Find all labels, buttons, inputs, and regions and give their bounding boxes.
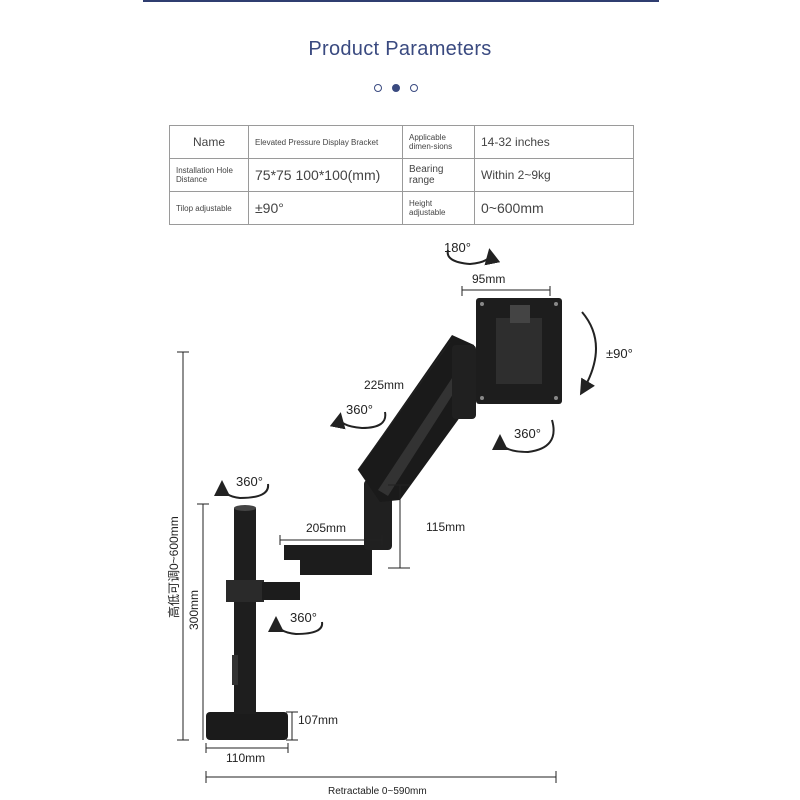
label-base-height: 107mm — [298, 713, 338, 727]
pole-cap — [234, 505, 256, 511]
pole — [234, 508, 256, 714]
vesa-hole — [480, 302, 484, 306]
vesa-hole — [480, 396, 484, 400]
label-retractable: Retractable 0~590mm — [328, 786, 427, 797]
rotate-arrow-arm — [329, 411, 387, 430]
label-tilt: ±90° — [606, 346, 633, 361]
pole-clamp — [226, 580, 264, 602]
rotate-arrow-pole-mid — [268, 616, 324, 636]
page-title: Product Parameters — [308, 38, 492, 60]
label-rotation-pole-top: 360° — [236, 474, 263, 489]
top-rule — [143, 0, 659, 2]
carousel-dots — [374, 84, 418, 92]
rotate-arrow-top — [446, 248, 501, 266]
vesa-center — [510, 305, 530, 323]
param-value: 0~600mm — [474, 191, 634, 225]
param-value: Elevated Pressure Display Bracket — [248, 125, 403, 159]
label-lower-arm: 205mm — [306, 521, 346, 535]
lower-arm — [262, 545, 372, 600]
carousel-dot-2[interactable] — [392, 84, 400, 92]
rotate-arrow-head — [492, 419, 555, 454]
rotate-arrow-pole-top — [214, 480, 270, 500]
label-arm-length: 225mm — [364, 378, 404, 392]
vesa-hole — [554, 302, 558, 306]
param-label: Bearing range — [402, 158, 475, 192]
tilt-arrow — [579, 311, 597, 396]
upper-arm — [358, 335, 474, 502]
vesa-inner — [496, 318, 542, 384]
base-plate — [206, 712, 288, 740]
table-row: Tilop adjustable ±90° Height adjustable … — [169, 191, 634, 225]
label-rotation-top: 180° — [444, 240, 471, 255]
parameters-table: Name Elevated Pressure Display Bracket A… — [169, 125, 634, 225]
carousel-dot-1[interactable] — [374, 84, 382, 92]
pole-side-knob — [232, 655, 238, 685]
dim-line-arm-length — [357, 341, 451, 471]
param-label: Name — [169, 125, 249, 159]
label-height-range: 高低可调0~600mm — [166, 516, 181, 618]
label-pole-height: 300mm — [187, 590, 201, 630]
param-value: ±90° — [248, 191, 403, 225]
param-value: 75*75 100*100(mm) — [248, 158, 403, 192]
label-base-width: 110mm — [226, 751, 265, 765]
gas-spring — [378, 372, 462, 496]
vesa-hole — [554, 396, 558, 400]
label-rotation-head: 360° — [514, 426, 541, 441]
label-rotation-arm: 360° — [346, 402, 373, 417]
carousel-dot-3[interactable] — [410, 84, 418, 92]
label-vesa-width: 95mm — [472, 272, 505, 286]
label-gas-height: 115mm — [426, 520, 465, 534]
head-joint — [452, 345, 476, 419]
label-rotation-pole-mid: 360° — [290, 610, 317, 625]
